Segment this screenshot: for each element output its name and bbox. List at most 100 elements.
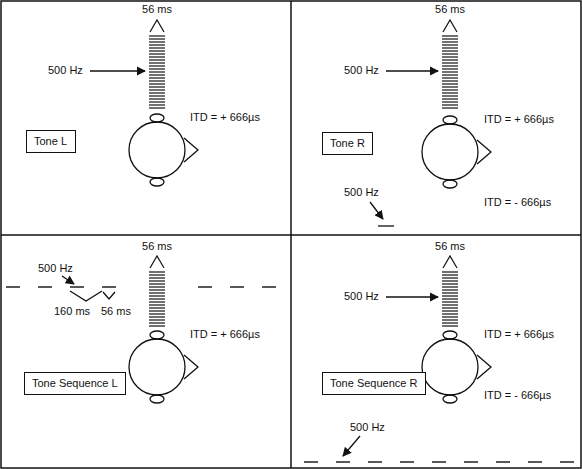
tone-dash [496,461,510,462]
tone-tick [442,71,458,72]
tone-tick [149,35,165,36]
value-label: ITD = + 666µs [190,111,260,124]
tone-tick [442,86,458,87]
condition-box: Tone Sequence R [322,372,426,395]
tone-dash [70,286,84,287]
tone-tick [442,83,458,84]
tone-tick [442,307,458,308]
tone-tick [442,38,458,39]
nose [184,138,198,162]
tone-tick [149,44,165,45]
tone-tick [442,89,458,90]
condition-box: Tone L [26,130,76,153]
tone-tick [442,277,458,278]
value-label: 500 Hz [38,262,73,275]
tone-tick [442,47,458,48]
condition-box: Tone Sequence L [24,372,126,395]
head-symbol [422,116,491,188]
condition-box: Tone R [322,132,373,155]
duration-label: 56 ms [435,3,465,16]
duration-caret [150,256,164,268]
tone-dash [464,461,478,462]
tone-tick [442,65,458,66]
tone-stack [149,20,165,108]
tone-stack [442,256,458,326]
value-label: 500 Hz [48,64,83,77]
ear [150,114,164,122]
ear [443,116,457,124]
tone-tick [442,77,458,78]
tone-tick [442,53,458,54]
pointer-arrow [370,202,383,219]
tone-tick [442,80,458,81]
head-symbol [129,331,198,403]
tone-tick [442,274,458,275]
condition-label: Tone Sequence L [32,377,118,390]
tone-tick [442,62,458,63]
value-label: 56 ms [101,305,131,318]
condition-label: Tone L [34,135,68,148]
value-label: 160 ms [54,305,90,318]
tone-tick [149,325,165,326]
tone-tick [149,68,165,69]
tone-tick [442,316,458,317]
tone-tick [442,313,458,314]
tone-tick [149,71,165,72]
tone-tick [442,107,458,108]
tone-tick [149,271,165,272]
tone-tick [442,59,458,60]
interval-bracket [70,291,102,301]
tone-tick [442,292,458,293]
tone-tick [149,92,165,93]
tone-dash [528,461,542,462]
tone-tick [149,62,165,63]
tone-tick [149,304,165,305]
pointer-arrow [386,296,438,297]
tone-tick [442,44,458,45]
divider [1,234,581,236]
tone-tick [149,292,165,293]
value-label: ITD = + 666µs [190,328,260,341]
tone-tick [149,316,165,317]
tone-dash [6,286,20,287]
tone-tick [149,310,165,311]
tone-tick [149,286,165,287]
tone-tick [149,83,165,84]
tone-stack [149,256,165,326]
tone-tick [149,322,165,323]
tone-dash [38,286,52,287]
tone-tick [149,89,165,90]
duration-caret [443,20,457,32]
tone-tick [442,74,458,75]
tone-dash [432,461,446,462]
tone-tick [442,283,458,284]
value-label: 500 Hz [344,64,379,77]
tone-tick [149,77,165,78]
ear [443,180,457,188]
tone-tick [442,280,458,281]
tone-tick [442,68,458,69]
tone-tick [442,98,458,99]
tone-dash [230,286,244,287]
tone-tick [442,304,458,305]
tone-dash [336,461,350,462]
pointer-arrow [90,70,145,71]
tone-dash [304,461,318,462]
tone-dash [102,286,116,287]
tone-tick [149,95,165,96]
tone-tick [149,295,165,296]
tone-tick [149,50,165,51]
value-label: ITD = + 666µs [484,328,554,341]
tone-tick [149,38,165,39]
tone-tick [149,104,165,105]
pointer-arrow [62,276,74,284]
tone-tick [442,325,458,326]
head-symbol [422,331,491,403]
tone-tick [149,41,165,42]
tone-tick [149,298,165,299]
tone-tick [149,80,165,81]
condition-label: Tone Sequence R [330,377,418,390]
condition-label: Tone R [330,137,365,150]
tone-tick [149,289,165,290]
tone-tick [149,280,165,281]
